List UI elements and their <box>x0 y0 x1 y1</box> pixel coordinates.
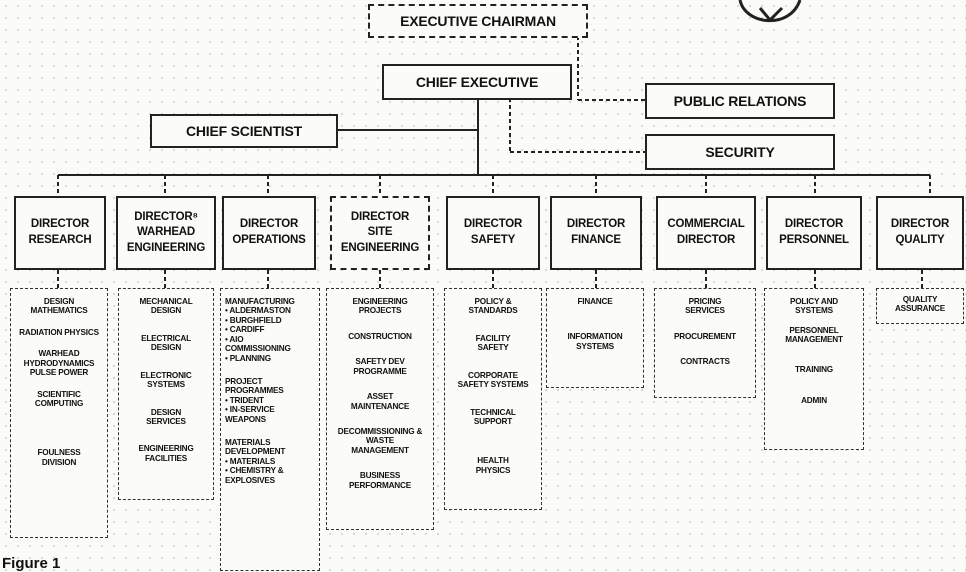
dept-health-physics: HEALTH PHYSICS <box>475 456 511 475</box>
dept-policy-and-systems: POLICY AND SYSTEMS <box>789 297 839 316</box>
dept-construction: CONSTRUCTION <box>348 331 412 341</box>
quality-departments: QUALITY ASSURANCE <box>876 288 964 324</box>
dept-admin: ADMIN <box>801 396 827 406</box>
commercial-departments: PRICING SERVICES PROCUREMENT CONTRACTS <box>654 288 756 398</box>
dept-asset-maintenance: ASSET MAINTENANCE <box>350 392 410 411</box>
dept-warhead-hydrodynamics: WARHEAD HYDRODYNAMICS PULSE POWER <box>23 349 95 378</box>
public-relations-box: PUBLIC RELATIONS <box>645 83 835 119</box>
dept-facility-safety: FACILITY SAFETY <box>475 333 511 353</box>
dept-engineering-facilities: ENGINEERING FACILITIES <box>138 444 194 463</box>
dept-procurement: PROCUREMENT <box>674 331 736 341</box>
director-quality-box: DIRECTOR QUALITY <box>876 196 964 270</box>
dept-business-performance: BUSINESS PERFORMANCE <box>349 471 411 490</box>
chief-scientist-box: CHIEF SCIENTIST <box>150 114 338 148</box>
warhead-engineering-departments: MECHANICAL DESIGN ELECTRICAL DESIGN ELEC… <box>118 288 214 500</box>
security-label: SECURITY <box>705 144 775 160</box>
public-relations-label: PUBLIC RELATIONS <box>673 93 807 109</box>
dept-engineering-projects: ENGINEERING PROJECTS <box>352 297 408 316</box>
executive-chairman-label: EXECUTIVE CHAIRMAN <box>400 13 556 29</box>
dept-design-mathematics: DESIGN MATHEMATICS <box>30 297 88 316</box>
dept-electronic-systems: ELECTRONIC SYSTEMS <box>140 370 192 390</box>
dept-foulness-division: FOULNESS DIVISION <box>37 448 81 467</box>
dept-quality-assurance: QUALITY ASSURANCE <box>894 295 946 314</box>
operations-departments: MANUFACTURING • ALDERMASTON • BURGHFIELD… <box>220 288 320 571</box>
dept-materials-development: MATERIALS DEVELOPMENT • MATERIALS • CHEM… <box>225 438 286 485</box>
dept-design-services: DESIGN SERVICES <box>146 407 186 426</box>
dept-decommissioning: DECOMMISSIONING & WASTE MANAGEMENT <box>337 426 423 455</box>
research-departments: DESIGN MATHEMATICS RADIATION PHYSICS WAR… <box>10 288 108 538</box>
dept-corporate-safety-systems: CORPORATE SAFETY SYSTEMS <box>457 370 529 390</box>
dept-technical-support: TECHNICAL SUPPORT <box>470 407 516 426</box>
dept-radiation-physics: RADIATION PHYSICS <box>19 327 99 337</box>
director-research-box: DIRECTOR RESEARCH <box>14 196 106 270</box>
dept-project-programmes: PROJECT PROGRAMMES • TRIDENT • IN-SERVIC… <box>225 376 284 424</box>
dept-policy-standards: POLICY & STANDARDS <box>468 297 518 316</box>
director-site-engineering-box: DIRECTOR SITE ENGINEERING <box>330 196 430 270</box>
dept-training: TRAINING <box>795 364 833 374</box>
executive-chairman-box: EXECUTIVE CHAIRMAN <box>368 4 588 38</box>
dept-scientific-computing: SCIENTIFIC COMPUTING <box>34 389 84 408</box>
site-engineering-departments: ENGINEERING PROJECTS CONSTRUCTION SAFETY… <box>326 288 434 530</box>
dept-safety-dev-programme: SAFETY DEV PROGRAMME <box>353 357 407 376</box>
director-warhead-engineering-box: DIRECTOR⁸ WARHEAD ENGINEERING <box>116 196 216 270</box>
dept-pricing-services: PRICING SERVICES <box>685 297 725 316</box>
chief-executive-box: CHIEF EXECUTIVE <box>382 64 572 100</box>
dept-contracts: CONTRACTS <box>680 357 730 367</box>
director-personnel-box: DIRECTOR PERSONNEL <box>766 196 862 270</box>
commercial-director-box: COMMERCIAL DIRECTOR <box>656 196 756 270</box>
dept-mechanical-design: MECHANICAL DESIGN <box>139 297 193 316</box>
security-box: SECURITY <box>645 134 835 170</box>
safety-departments: POLICY & STANDARDS FACILITY SAFETY CORPO… <box>444 288 542 510</box>
director-operations-box: DIRECTOR OPERATIONS <box>222 196 316 270</box>
finance-departments: FINANCE INFORMATION SYSTEMS <box>546 288 644 388</box>
director-finance-box: DIRECTOR FINANCE <box>550 196 642 270</box>
director-safety-box: DIRECTOR SAFETY <box>446 196 540 270</box>
logo-icon <box>738 0 802 23</box>
chief-executive-label: CHIEF EXECUTIVE <box>415 74 539 90</box>
dept-personnel-management: PERSONNEL MANAGEMENT <box>785 325 843 345</box>
dept-electrical-design: ELECTRICAL DESIGN <box>141 333 191 353</box>
dept-finance: FINANCE <box>577 297 613 306</box>
dept-information-systems: INFORMATION SYSTEMS <box>567 332 623 351</box>
chief-scientist-label: CHIEF SCIENTIST <box>185 123 302 139</box>
figure-label: Figure 1 <box>2 555 61 572</box>
dept-manufacturing: MANUFACTURING • ALDERMASTON • BURGHFIELD… <box>225 297 295 363</box>
personnel-departments: POLICY AND SYSTEMS PERSONNEL MANAGEMENT … <box>764 288 864 450</box>
